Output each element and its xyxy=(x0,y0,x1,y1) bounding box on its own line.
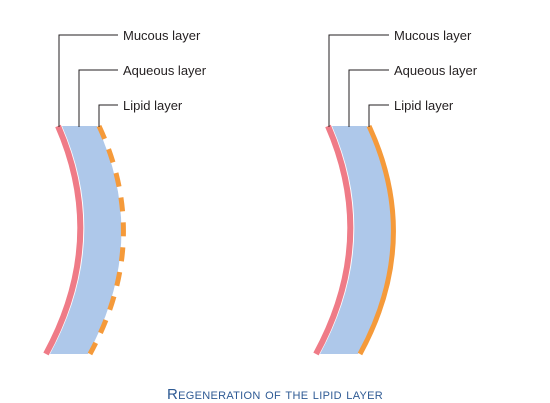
left-aqueous-label: Aqueous layer xyxy=(123,63,207,78)
right-tear-film xyxy=(313,124,396,356)
left-aqueous-leader xyxy=(78,69,118,127)
right-mucous-leader xyxy=(328,34,389,127)
right-labels: Mucous layer Aqueous layer Lipid layer xyxy=(328,28,478,127)
right-aqueous-layer xyxy=(320,126,392,354)
left-labels: Mucous layer Aqueous layer Lipid layer xyxy=(58,28,207,127)
left-lipid-leader xyxy=(98,104,118,127)
right-aqueous-label: Aqueous layer xyxy=(394,63,478,78)
diagram-caption: Regeneration of the lipid layer xyxy=(166,386,384,403)
right-mucous-layer xyxy=(313,124,354,356)
right-aqueous-leader xyxy=(348,69,389,127)
left-mucous-leader xyxy=(58,34,118,127)
right-mucous-label: Mucous layer xyxy=(394,28,472,43)
left-mucous-label: Mucous layer xyxy=(123,28,201,43)
left-tear-film xyxy=(43,124,126,356)
right-lipid-layer-intact xyxy=(357,124,396,356)
left-aqueous-layer xyxy=(50,126,122,354)
left-lipid-layer-fragmented xyxy=(87,124,126,356)
left-lipid-label: Lipid layer xyxy=(123,98,183,113)
right-lipid-label: Lipid layer xyxy=(394,98,454,113)
right-lipid-leader xyxy=(368,104,389,127)
left-mucous-layer xyxy=(43,124,84,356)
